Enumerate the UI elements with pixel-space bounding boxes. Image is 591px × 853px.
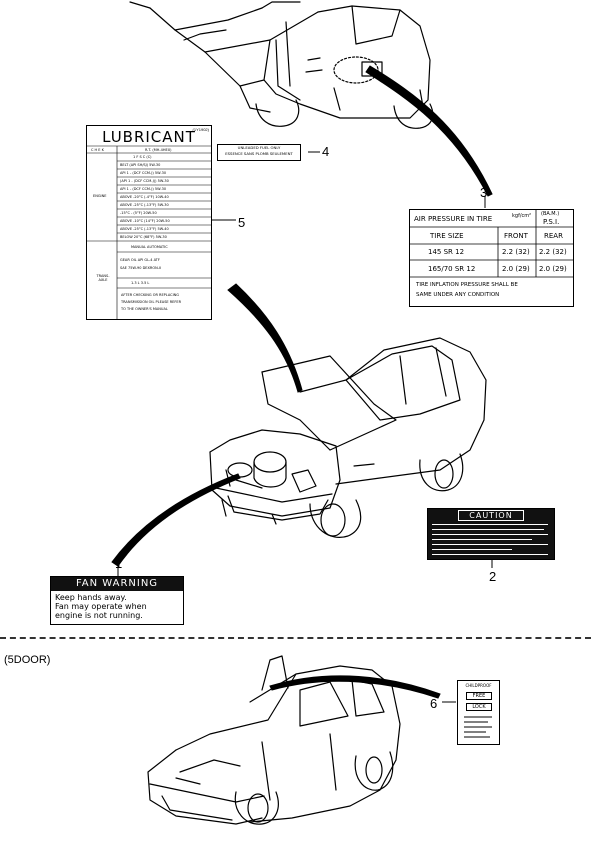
caution-text-line — [432, 539, 532, 540]
row2-rear: 2.0 (29) — [539, 265, 567, 273]
row2-front: 2.0 (29) — [502, 265, 530, 273]
leader-lines — [111, 65, 493, 703]
fuel-label: UNLEADED FUEL ONLY ESSENCE SANS PLOMB SE… — [217, 144, 301, 161]
childproof-free: FREE — [466, 692, 492, 700]
lubricant-row: SAE 75W-90 DEXRON-II — [120, 266, 162, 270]
section-label-5door: (5DOOR) — [4, 654, 51, 666]
lubricant-engine-label: ENGINE — [93, 194, 107, 198]
fuel-line-1: UNLEADED FUEL ONLY — [237, 145, 281, 150]
fan-warning-line-2: Fan may operate when — [55, 602, 147, 611]
air-pressure-unit-psi: P.S.I. — [543, 218, 560, 226]
col-tire-size: TIRE SIZE — [430, 232, 464, 240]
lubricant-trans-label: TRANS- AXLE — [96, 274, 110, 282]
lubricant-label: LUBRICANT (1Y1902) C H E K R.T. (MH-4HEX… — [86, 125, 212, 320]
row1-size: 145 SR 12 — [428, 248, 465, 256]
air-pressure-label: AIR PRESSURE IN TIRE kgf/cm² (BA.M.) P.S… — [409, 209, 574, 307]
lubricant-row: GEAR OIL API GL-4 ATF — [120, 258, 160, 262]
lubricant-grid — [87, 145, 211, 319]
lubricant-row: BELT (API SH/SJ) 5W-30 — [120, 163, 161, 167]
callout-2: 2 — [489, 569, 497, 584]
fuel-line-2: ESSENCE SANS PLOMB SEULEMENT — [225, 151, 293, 156]
caution-text-line — [432, 534, 548, 535]
lubricant-row: API 1 - (DCF CCM-J) 5W-30 — [120, 171, 167, 175]
row1-rear: 2.2 (32) — [539, 248, 567, 256]
air-pressure-grid — [410, 210, 573, 278]
lubricant-row: -15°C - (5°F) 20W-50 — [120, 211, 157, 215]
fan-warning-line-1: Keep hands away. — [55, 593, 127, 602]
caution-text-line — [432, 549, 512, 550]
lubricant-title: LUBRICANT — [102, 128, 196, 146]
lubricant-row: ABOVE -25°C (-13°F) 5W-30 — [120, 203, 169, 207]
lubricant-row: AFTER CHECKING OR REPLACING — [121, 293, 179, 297]
rear-car-illustration — [129, 1, 434, 129]
air-pressure-title: AIR PRESSURE IN TIRE — [414, 215, 493, 223]
lubricant-row: (API 1 - (DCF CCM-J)) 5W-30 — [120, 179, 169, 183]
air-pressure-unit-top: kgf/cm² — [512, 213, 532, 219]
col-rear: REAR — [544, 232, 563, 240]
lubricant-row: 1.3 L 3.5 L — [131, 281, 150, 285]
lubricant-header-left: C H E K — [91, 148, 104, 152]
childproof-title: CHILDPROOF — [465, 683, 492, 688]
air-pressure-unit-right: (BA.M.) — [541, 211, 560, 217]
caution-text-line — [432, 554, 548, 555]
caution-text-line — [432, 524, 548, 525]
air-pressure-footer-2: SAME UNDER ANY CONDITION — [416, 292, 500, 298]
lubricant-row: ABOVE -25°C (-13°F) 5W-40 — [120, 227, 169, 231]
callout-6: 6 — [430, 696, 438, 711]
lubricant-row: TO THE OWNER'S MANUAL — [121, 307, 168, 311]
lubricant-code: (1Y1902) — [192, 127, 209, 132]
lubricant-row: TRANSMISSION OIL PLEASE REFER — [121, 300, 182, 304]
lubricant-row: 1 F S C (C) — [133, 155, 152, 159]
callout-3: 3 — [480, 185, 488, 200]
hatchback-car-illustration — [209, 337, 487, 538]
row1-front: 2.2 (32) — [502, 248, 530, 256]
fan-warning-title: FAN WARNING — [51, 577, 183, 591]
lubricant-row: ABOVE -20°C (-4°F) 10W-40 — [120, 195, 169, 199]
callout-5: 5 — [238, 215, 246, 230]
five-door-car-illustration — [147, 655, 401, 825]
air-pressure-footer-1: TIRE INFLATION PRESSURE SHALL BE — [416, 282, 518, 288]
childproof-lock: LOCK — [466, 703, 492, 711]
lubricant-row: API 1 - (DCF CCM-J) 5W-30 — [120, 187, 167, 191]
section-divider — [0, 637, 591, 639]
caution-label: CAUTION — [427, 508, 555, 560]
childproof-text-lines — [464, 716, 492, 738]
row2-size: 165/70 SR 12 — [428, 265, 476, 273]
caution-title: CAUTION — [458, 510, 524, 521]
caution-text-line — [432, 529, 544, 530]
callout-1: 1 — [115, 556, 123, 571]
childproof-label: CHILDPROOF FREE LOCK — [457, 680, 500, 745]
fan-warning-line-3: engine is not running. — [55, 611, 143, 620]
lubricant-header-right: R.T. (MH-4HEX) — [145, 148, 172, 152]
caution-text-line — [432, 544, 548, 545]
lubricant-row: BELOW 20°C (68°F) 5W-30 — [120, 235, 167, 239]
callout-4: 4 — [322, 144, 330, 159]
lubricant-row: ABOVE -10°C (14°F) 20W-50 — [120, 219, 170, 223]
lubricant-row: MANUAL AUTOMATIC — [131, 245, 168, 249]
fan-warning-label: FAN WARNING Keep hands away. Fan may ope… — [50, 576, 184, 625]
col-front: FRONT — [504, 232, 528, 240]
